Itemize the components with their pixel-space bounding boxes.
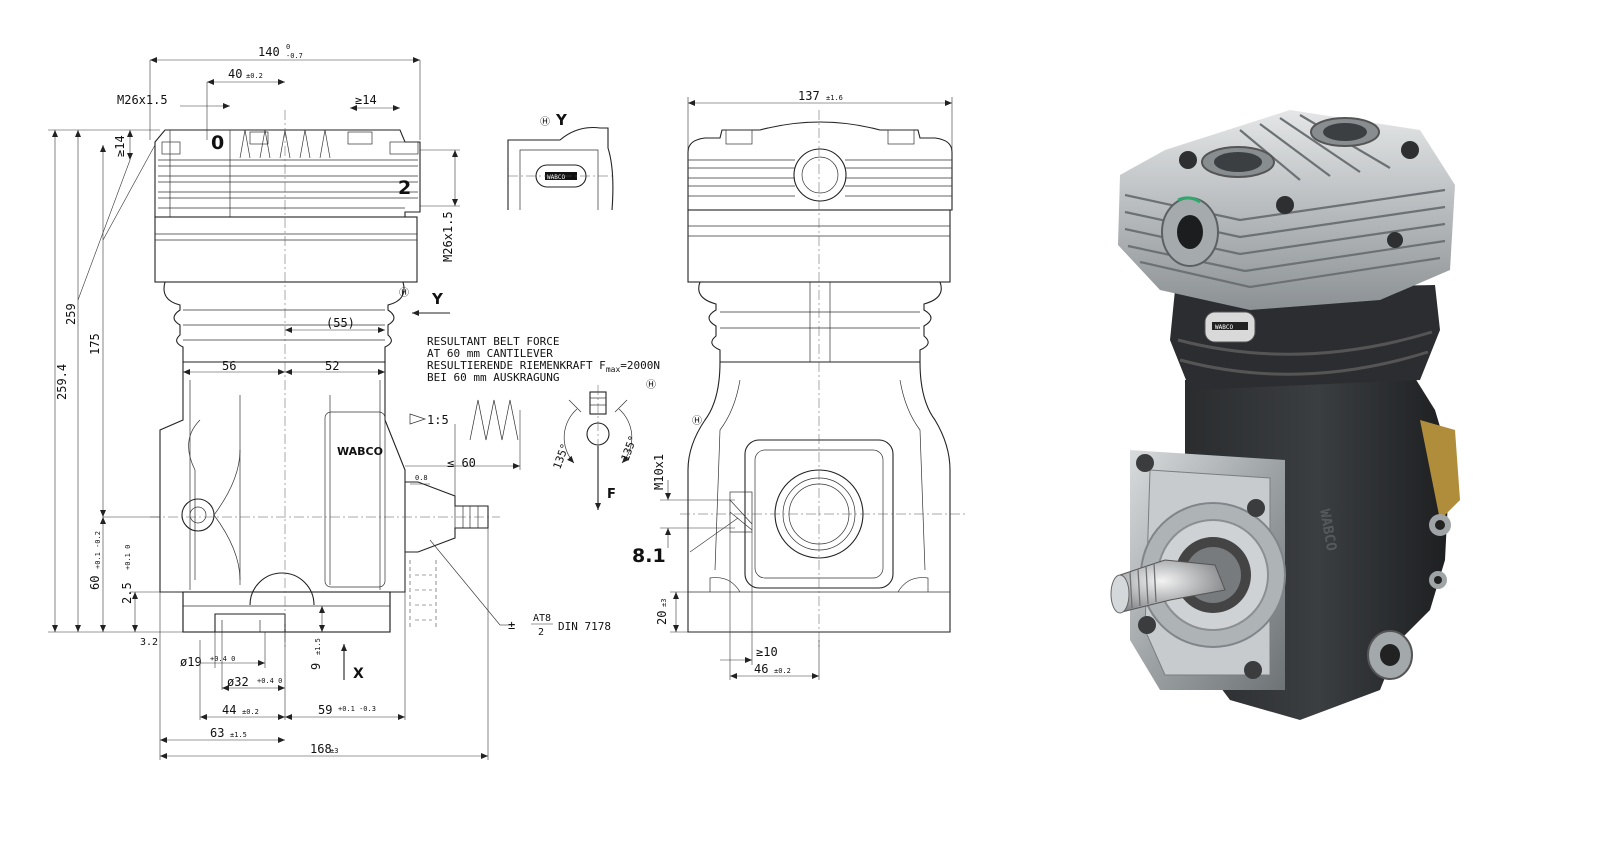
dim-63-tol: ±1.5	[230, 731, 247, 739]
force-label: F	[607, 487, 616, 502]
dim-175: 175	[88, 333, 102, 355]
dim-59: 59	[318, 703, 332, 717]
belt-force-diagram: Ⓗ 135° 135° F	[551, 379, 656, 510]
dim-9: 9	[309, 663, 323, 670]
front-wabco-logo: WABCO	[337, 445, 383, 458]
dim-59-tol: +0.1 -0.3	[338, 705, 376, 713]
dim-55: (55)	[326, 316, 355, 330]
dim-20: 20	[655, 611, 669, 625]
dia-32: ø32	[227, 675, 249, 689]
dim-2-5-tol: +0.1 0	[124, 545, 132, 570]
dim-46: 46	[754, 662, 768, 676]
side-view-drawing: Ⓗ 137 ±1.6 M10x1 8.1 20 ±3	[632, 89, 965, 680]
dim-10: ≥10	[756, 645, 778, 659]
port-0-label: 0	[211, 132, 224, 154]
dim-2-5: 2.5	[120, 582, 134, 604]
dim-56: 56	[222, 359, 236, 373]
port-depth-right: ≥14	[355, 93, 377, 107]
detail-8-1: 8.1	[632, 545, 666, 567]
dim-60-tol: +0.1 -0.2	[94, 531, 102, 569]
dim-40-tol: ±0.2	[246, 72, 263, 80]
dim-168: 168	[310, 742, 332, 756]
note-line-4: BEI 60 mm AUSKRAGUNG	[427, 371, 559, 384]
hex-symbol-side: Ⓗ	[692, 415, 702, 427]
dim-3-2: 3.2	[140, 637, 158, 648]
angle-right: 135°	[619, 434, 640, 463]
dim-60: 60	[88, 576, 102, 590]
taper-ratio: 1:5	[427, 413, 449, 427]
photo-side-plate	[1420, 420, 1460, 520]
hex-symbol-front: Ⓗ	[399, 287, 409, 299]
dim-140-tol-low: -0.7	[286, 52, 303, 60]
view-y-detail: Ⓗ Y WABCO	[507, 111, 615, 211]
view-y-plate-text: WABCO	[547, 174, 565, 181]
compressor-product-image: WABCO WABCO	[1110, 110, 1460, 720]
dia-19: ø19	[180, 655, 202, 669]
dim-52: 52	[325, 359, 339, 373]
port-thread-side: M26x1.5	[441, 211, 455, 262]
note-line-3: RESULTIERENDE RIEMENKRAFT Fmax=2000N	[427, 359, 660, 374]
dim-140: 140	[258, 45, 280, 59]
dim-0-8: 0.8	[415, 474, 428, 482]
side-thread: M10x1	[652, 454, 666, 490]
dia-32-tol: +0.4 0	[257, 677, 282, 685]
dim-140-tol-up: 0	[286, 43, 290, 51]
dim-137-tol: ±1.6	[826, 94, 843, 102]
tolerance-frac-bottom: 2	[538, 627, 544, 638]
view-y-plate-bar	[545, 172, 577, 180]
dim-9-tol: ±1.5	[314, 638, 322, 655]
dim-259-4: 259.4	[55, 364, 69, 400]
x-view-label: X	[353, 666, 364, 682]
front-view-drawing: WABCO 0 2 140 0 -0.7	[48, 43, 611, 760]
dim-46-tol: ±0.2	[774, 667, 791, 675]
view-y-label: Y	[555, 111, 568, 129]
dim-168-tol: ±3	[330, 747, 338, 755]
note-line-2: AT 60 mm CANTILEVER	[427, 347, 553, 360]
hex-symbol-force: Ⓗ	[646, 379, 656, 391]
cantilever-dim: ≤ 60	[447, 456, 476, 470]
tolerance-frac-top: AT8	[533, 613, 551, 624]
dim-44-tol: ±0.2	[242, 708, 259, 716]
y-view-label: Y	[431, 290, 444, 308]
dim-259: 259	[64, 303, 78, 325]
photo-cast-logo: WABCO	[1316, 508, 1339, 552]
dia-19-tol: +0.4 0	[210, 655, 235, 663]
dim-137: 137	[798, 89, 820, 103]
note-line-1: RESULTANT BELT FORCE	[427, 335, 559, 348]
port-2-label: 2	[398, 177, 411, 199]
dim-63: 63	[210, 726, 224, 740]
tolerance-sign: ±	[508, 618, 515, 632]
hex-symbol-y: Ⓗ	[540, 116, 550, 128]
belt-force-note: RESULTANT BELT FORCE AT 60 mm CANTILEVER…	[427, 335, 660, 384]
photo-nameplate-text: WABCO	[1215, 324, 1233, 331]
dim-44: 44	[222, 703, 236, 717]
dim-40: 40	[228, 67, 242, 81]
tolerance-standard: DIN 7178	[558, 620, 611, 633]
port-depth-left: ≥14	[113, 135, 127, 157]
dim-20-tol: ±3	[660, 599, 668, 607]
port-thread-top: M26x1.5	[117, 93, 168, 107]
